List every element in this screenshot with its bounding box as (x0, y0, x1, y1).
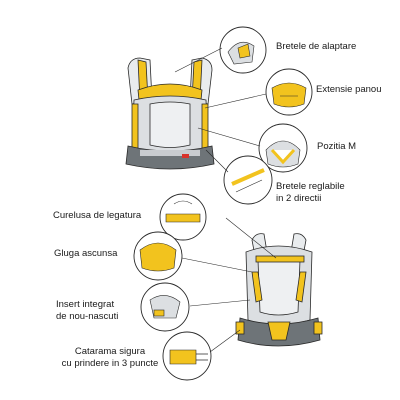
detail-circle (265, 68, 313, 116)
label-safety-buckle-2: cu prindere in 3 puncte (61, 358, 159, 369)
label-adjustable-straps-1: Bretele reglabile (276, 181, 345, 192)
carrier-back-drawing (235, 233, 323, 347)
label-binding-strap: Curelusa de legatura (53, 210, 142, 221)
label-hidden-hood: Gluga ascunsa (54, 248, 118, 259)
detail-circle (159, 193, 207, 241)
detail-circle (133, 231, 183, 281)
label-nursing-straps: Bretele de alaptare (276, 41, 357, 52)
label-newborn-insert-2: de nou-nascuti (56, 311, 119, 322)
detail-circle (140, 282, 190, 332)
label-newborn-insert-1: Insert integrat (56, 299, 115, 310)
detail-circle (219, 26, 267, 74)
label-adjustable-straps-2: in 2 directii (276, 193, 322, 204)
label-m-position: Pozitia M (317, 141, 357, 152)
leader-lines (174, 47, 277, 353)
detail-circle (223, 155, 273, 205)
detail-circle (162, 331, 212, 381)
detail-circle (258, 123, 308, 173)
label-safety-buckle-1: Catarama sigura (74, 346, 146, 357)
carrier-front-drawing (125, 57, 215, 170)
label-panel-extension: Extensie panou (316, 84, 382, 95)
